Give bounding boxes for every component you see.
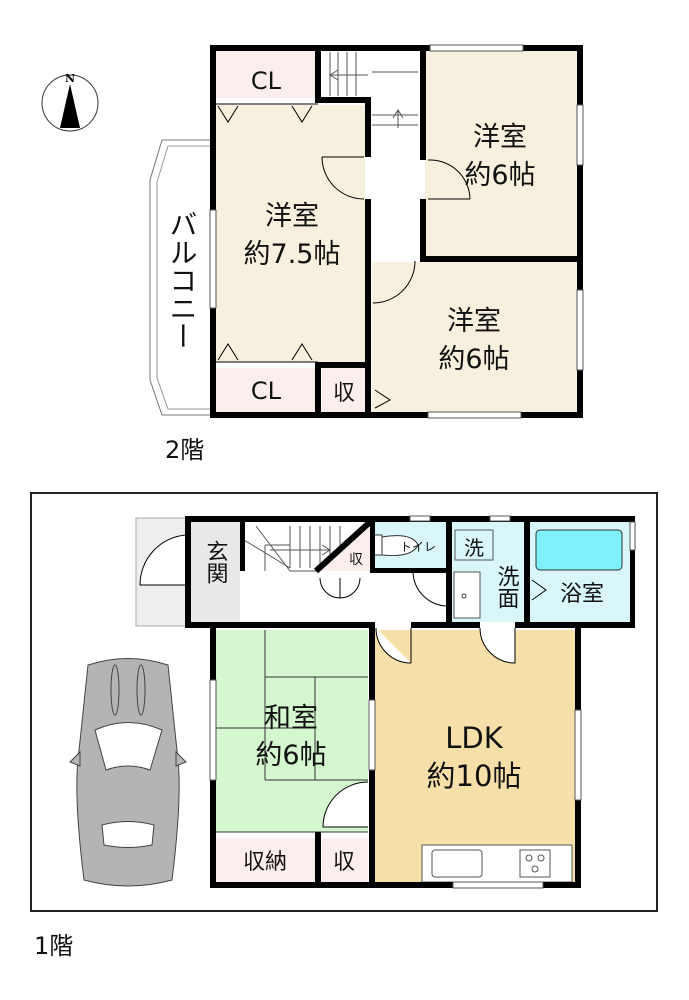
storage-door-left	[319, 577, 341, 599]
first-floor-label: 1階	[34, 932, 74, 960]
north-compass-icon: N	[41, 72, 99, 132]
western-large-size: 約7.5帖	[244, 239, 341, 270]
ldk-door-left	[375, 627, 412, 664]
western-room-large	[215, 105, 365, 362]
car-icon	[69, 658, 187, 887]
ldk-name: LDK	[445, 721, 503, 755]
front-door-swing	[139, 534, 187, 586]
western-ne-name: 洋室	[473, 122, 527, 153]
stair-storage-label: 収	[349, 552, 363, 568]
bathtub-icon	[535, 529, 623, 571]
kitchen-counter	[421, 844, 573, 883]
washer-label: 洗	[464, 536, 484, 560]
second-floor: CL CL 収 洋室 約7.5帖 洋室 約6帖 洋室 約6帖 バルコニー	[149, 44, 584, 419]
balcony-label: バルコニー	[166, 210, 199, 350]
kitchen-sink-icon	[431, 849, 483, 878]
lot-boundary	[30, 492, 658, 912]
bathroom-label: 浴室	[560, 582, 604, 607]
western-large-name: 洋室	[265, 201, 319, 232]
closet-1f-label: 収納	[243, 850, 287, 875]
stairs-2f	[329, 52, 418, 128]
tatami-lines	[215, 630, 368, 833]
toilet-door	[412, 570, 449, 607]
closet-1f	[215, 838, 315, 882]
windows-2f	[209, 44, 584, 419]
closet-bottom-label: CL	[251, 377, 282, 405]
balcony	[149, 139, 212, 416]
toilet-icon	[373, 534, 419, 556]
western-room-se	[372, 262, 578, 413]
storage-2f-label: 収	[333, 381, 355, 406]
toilet-label: トイレ	[400, 540, 436, 554]
storage-1f-label: 収	[333, 850, 355, 875]
storage-2f	[322, 368, 368, 413]
western-se-name: 洋室	[447, 306, 501, 337]
western-room-ne	[425, 50, 578, 256]
wash-basin-icon	[453, 571, 481, 619]
storage-1f	[322, 838, 368, 882]
north-label: N	[65, 72, 75, 85]
japanese-room-door	[322, 781, 369, 828]
japanese-room-name: 和室	[264, 703, 318, 734]
first-floor: 玄関 収 トイレ 洗 洗面 浴室 和室 約6帖 LDK 約10帖 収納 収	[30, 492, 658, 912]
entrance-label: 玄関	[203, 540, 228, 584]
bathroom-door	[531, 579, 547, 601]
ldk-size: 約10帖	[427, 759, 522, 793]
western-se-size: 約6帖	[438, 344, 509, 375]
washroom-label: 洗面	[494, 565, 520, 609]
door-storage	[374, 389, 391, 409]
stair-wall	[313, 519, 373, 574]
door-swing-se-room	[372, 260, 416, 304]
door-swing-ne-room	[427, 159, 471, 200]
japanese-room-size: 約6帖	[255, 740, 326, 771]
closet-top-label: CL	[251, 67, 282, 95]
ldk	[375, 630, 575, 882]
door-swing-large-room	[321, 156, 365, 200]
ldk-door-right	[479, 627, 516, 664]
closet-bottom	[215, 368, 318, 413]
second-floor-label: 2階	[165, 436, 205, 464]
stove-icon	[519, 849, 551, 878]
entrance	[190, 522, 240, 622]
storage-door-right	[339, 577, 361, 599]
stairs-1f	[243, 525, 341, 572]
western-ne-size: 約6帖	[464, 160, 535, 191]
closet-top	[215, 50, 318, 98]
washer-pan	[454, 529, 494, 561]
windows-1f	[209, 515, 636, 889]
